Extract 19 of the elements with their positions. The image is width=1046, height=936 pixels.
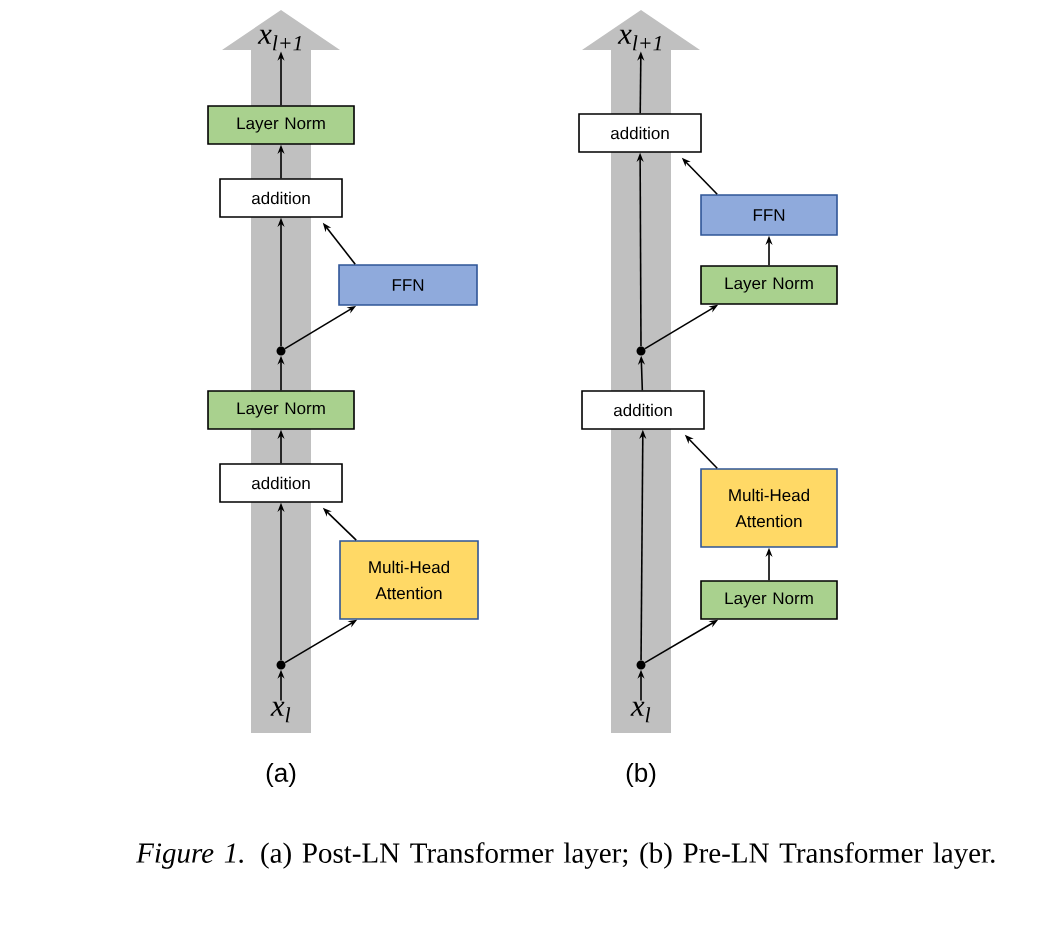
attention-box: Multi-Head Attention [700,468,838,548]
ffn-box: FFN [338,264,478,306]
panel-label: (a) [266,762,296,788]
addition-box: addition [581,390,705,430]
layer-norm-box: Layer Norm [700,580,838,620]
variable-label: x$_{l}$ [270,701,291,723]
layer-norm-box: Layer Norm [700,265,838,305]
ffn-box: FFN [700,194,838,236]
panel-label: (b) [626,762,656,788]
layer-norm-box: Layer Norm [207,105,355,145]
addition-box: addition [219,178,343,218]
variable-label: x$_{l}$ [630,701,651,723]
variable-label: x$_{l+1}$ [617,29,662,51]
figure-caption: Figure 1. (a) Post-LN Transformer layer; (b) Pre-LN Transformer layer. [136,842,995,869]
layer-norm-box: Layer Norm [207,390,355,430]
addition-box: addition [578,113,702,153]
addition-box: addition [219,463,343,503]
variable-label: x$_{l+1}$ [257,29,302,51]
attention-box: Multi-Head Attention [339,540,479,620]
